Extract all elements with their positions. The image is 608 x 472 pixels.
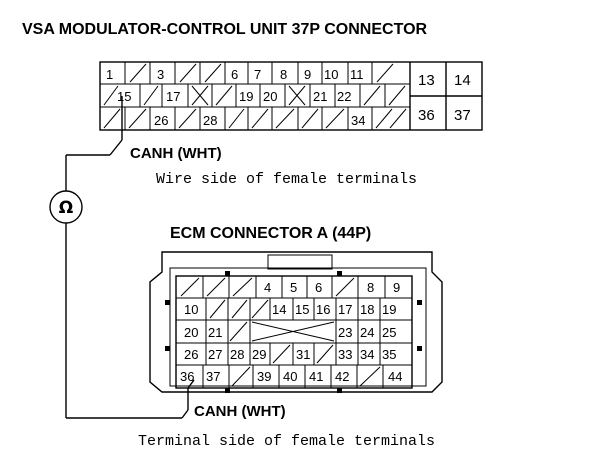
ecm-probe <box>181 379 195 419</box>
ecm-pin-27: 27 <box>208 347 222 362</box>
vsa-connector: 1 3 6 7 8 9 10 11 13 14 15 17 19 20 21 2… <box>99 61 483 131</box>
ecm-pin-37: 37 <box>206 369 220 384</box>
vsa-pin-11: 11 <box>350 67 364 82</box>
vsa-pin-15: 15 <box>117 89 131 104</box>
ecm-pin-42: 42 <box>335 369 349 384</box>
ecm-pin-14: 14 <box>272 302 286 317</box>
vsa-pin-36: 36 <box>418 107 435 124</box>
ecm-pin-18: 18 <box>360 302 374 317</box>
vsa-pin-28: 28 <box>203 113 217 128</box>
vsa-pin-19: 19 <box>239 89 253 104</box>
vsa-pin-10: 10 <box>324 67 338 82</box>
vsa-pin-21: 21 <box>313 89 327 104</box>
vsa-pin-20: 20 <box>263 89 277 104</box>
ecm-pin-15: 15 <box>295 302 309 317</box>
vsa-pin-22: 22 <box>337 89 351 104</box>
ecm-pin-16: 16 <box>316 302 330 317</box>
ecm-pin-6: 6 <box>315 280 322 295</box>
ohmmeter: Ω <box>49 155 182 419</box>
ecm-pin-19: 19 <box>382 302 396 317</box>
vsa-pin-17: 17 <box>166 89 180 104</box>
vsa-pin-6: 6 <box>231 67 238 82</box>
ecm-pin-20: 20 <box>184 325 198 340</box>
ecm-connector-title: ECM CONNECTOR A (44P) <box>170 225 371 242</box>
ecm-pin-31: 31 <box>296 347 310 362</box>
ecm-pin-44: 44 <box>388 369 402 384</box>
ecm-pin-29: 29 <box>252 347 266 362</box>
vsa-probe <box>66 96 123 156</box>
vsa-wire-label: CANH (WHT) <box>130 145 222 162</box>
ecm-side-label: Terminal side of female terminals <box>138 433 435 450</box>
ecm-pin-8: 8 <box>367 280 374 295</box>
ecm-pin-40: 40 <box>283 369 297 384</box>
ecm-pin-34: 34 <box>360 347 374 362</box>
vsa-pin-1: 1 <box>106 67 113 82</box>
ecm-pin-35: 35 <box>382 347 396 362</box>
ecm-pin-9: 9 <box>393 280 400 295</box>
vsa-connector-title: VSA MODULATOR-CONTROL UNIT 37P CONNECTOR <box>22 21 428 38</box>
vsa-pin-9: 9 <box>304 67 311 82</box>
vsa-side-label: Wire side of female terminals <box>156 171 417 188</box>
ecm-pin-10: 10 <box>184 302 198 317</box>
ecm-pin-5: 5 <box>290 280 297 295</box>
ecm-connector-shell <box>149 251 443 393</box>
ecm-pin-36: 36 <box>180 369 194 384</box>
ecm-pin-4: 4 <box>264 280 271 295</box>
ecm-pin-17: 17 <box>338 302 352 317</box>
ecm-pin-28: 28 <box>230 347 244 362</box>
vsa-pin-7: 7 <box>254 67 261 82</box>
vsa-pin-3: 3 <box>157 67 164 82</box>
ecm-pin-25: 25 <box>382 325 396 340</box>
ohm-symbol: Ω <box>59 198 73 218</box>
vsa-pin-26: 26 <box>154 113 168 128</box>
ecm-pin-24: 24 <box>360 325 374 340</box>
ecm-pin-23: 23 <box>338 325 352 340</box>
vsa-pin-37: 37 <box>454 107 471 124</box>
vsa-pin-34: 34 <box>351 113 365 128</box>
ecm-pin-33: 33 <box>338 347 352 362</box>
ecm-pin-39: 39 <box>257 369 271 384</box>
ecm-pin-26: 26 <box>184 347 198 362</box>
ecm-pin-21: 21 <box>208 325 222 340</box>
ecm-pin-41: 41 <box>309 369 323 384</box>
ecm-wire-label: CANH (WHT) <box>194 403 286 420</box>
vsa-pin-14: 14 <box>454 72 471 89</box>
ecm-connector: 4 5 6 8 9 10 14 15 16 17 18 19 20 21 23 … <box>149 251 443 393</box>
vsa-pin-13: 13 <box>418 72 435 89</box>
vsa-pin-8: 8 <box>280 67 287 82</box>
